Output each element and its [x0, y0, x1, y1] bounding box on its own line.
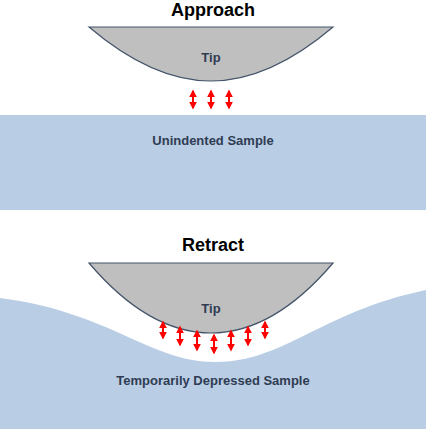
indenter-tip: Tip [88, 262, 334, 334]
sample-band-shape [0, 115, 426, 210]
indenter-tip: Tip [88, 26, 334, 82]
panel-heading: Retract [0, 235, 426, 256]
indenter-tip-outline [88, 262, 334, 334]
indenter-tip-shape [89, 263, 333, 333]
depressed-sample-shape [0, 290, 426, 429]
sample-band: Unindented Sample [0, 115, 426, 210]
sample-band-outline [0, 115, 426, 210]
shape-label: Tip [88, 301, 334, 316]
panel-heading: Approach [0, 0, 426, 21]
shape-label: Temporarily Depressed Sample [0, 373, 426, 388]
shape-label: Tip [88, 50, 334, 65]
shape-label: Unindented Sample [0, 133, 426, 148]
indenter-tip-shape [89, 27, 333, 81]
